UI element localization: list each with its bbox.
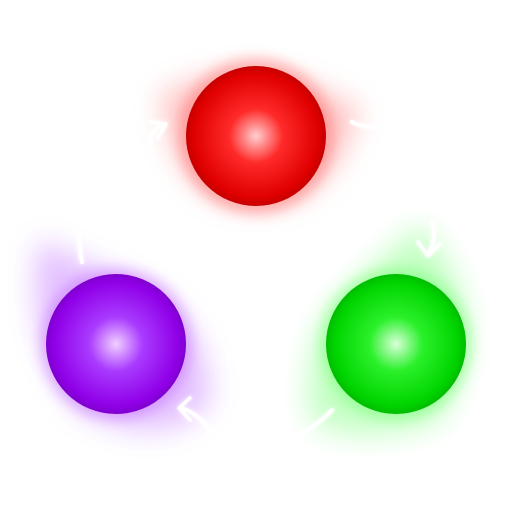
curved-arrow-icon [147,120,168,150]
curved-arrow-icon [298,408,334,436]
orbs [46,66,466,414]
cycle-arrows [77,120,442,436]
red-sphere-icon [186,66,326,206]
curved-arrow-icon [350,120,376,129]
curved-arrow-icon [416,220,442,258]
curved-arrow-icon [77,220,84,264]
purple-sphere-icon [46,274,186,414]
curved-arrow-icon [177,396,214,434]
green-sphere-icon [326,274,466,414]
